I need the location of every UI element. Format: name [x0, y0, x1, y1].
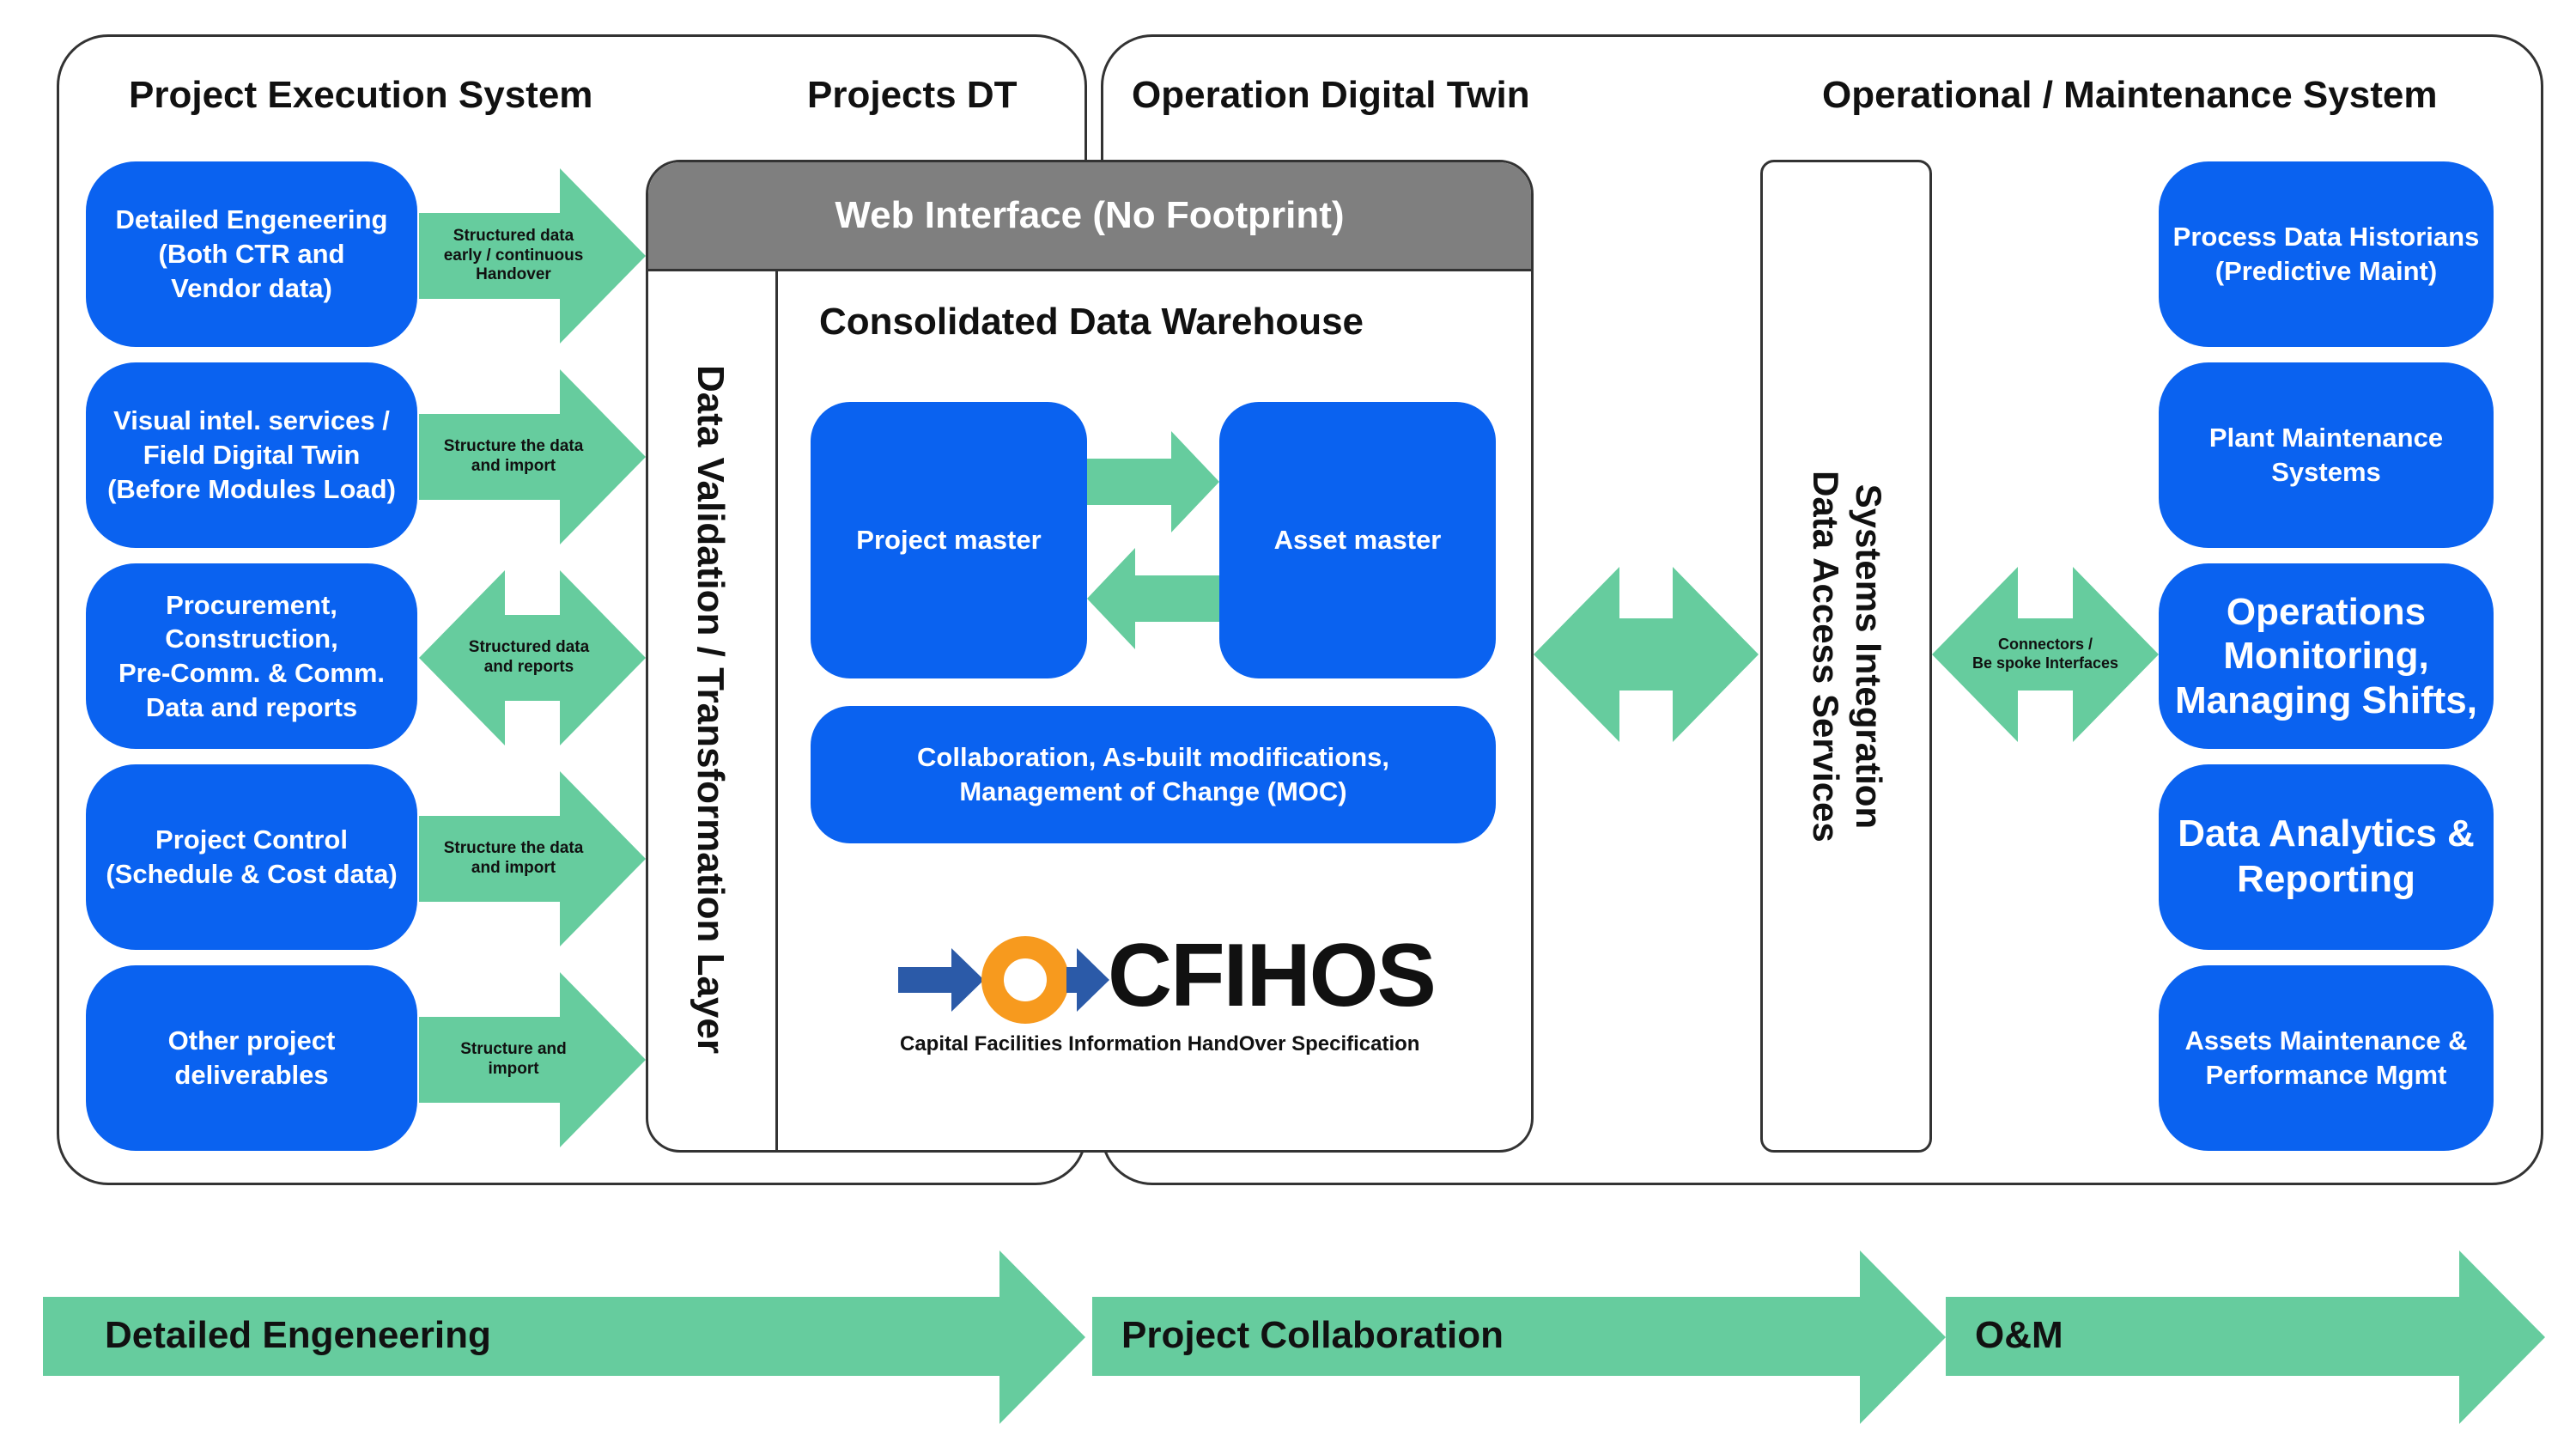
- target-box-data-analytics: Data Analytics & Reporting: [2159, 764, 2494, 950]
- arrow-integration-targets: [1932, 567, 2159, 742]
- collaboration-box: Collaboration, As-built modifications, M…: [811, 706, 1496, 843]
- stage-label-detailed-engineering: Detailed Engeneering: [105, 1314, 491, 1356]
- arrow-right-1: [419, 168, 646, 344]
- stage-label-project-collaboration: Project Collaboration: [1121, 1314, 1504, 1356]
- connector-label: Connectors / Be spoke Interfaces: [1971, 636, 2119, 672]
- arrow-label-4: Structure the data and import: [443, 839, 584, 877]
- source-box-project-control: Project Control (Schedule & Cost data): [86, 764, 417, 950]
- source-box-procurement: Procurement, Construction, Pre-Comm. & C…: [86, 563, 417, 749]
- cfihos-logo-mark: [898, 936, 1109, 1024]
- stage-arrow-project-collaboration: [1092, 1250, 1946, 1424]
- operation-digital-twin-title: Operation Digital Twin: [1132, 74, 1530, 116]
- arrow-center-integration: [1534, 567, 1759, 742]
- arrow-right-5: [419, 972, 646, 1147]
- source-box-detailed-engineering: Detailed Engeneering (Both CTR and Vendo…: [86, 161, 417, 347]
- operational-maintenance-title: Operational / Maintenance System: [1822, 74, 2438, 116]
- stage-label-om: O&M: [1975, 1314, 2063, 1356]
- source-box-other-deliverables: Other project deliverables: [86, 965, 417, 1151]
- arrow-label-3: Structured data and reports: [468, 638, 590, 676]
- target-box-operations-monitoring: Operations Monitoring, Managing Shifts,: [2159, 563, 2494, 749]
- cfihos-tagline: Capital Facilities Information HandOver …: [900, 1032, 1420, 1056]
- arrow-asset-to-project: [1087, 548, 1219, 649]
- target-box-plant-maintenance: Plant Maintenance Systems: [2159, 362, 2494, 548]
- stage-arrow-detailed-engineering: [43, 1250, 1085, 1424]
- project-execution-title: Project Execution System: [129, 74, 593, 116]
- arrow-project-to-asset: [1087, 431, 1219, 532]
- arrow-right-2: [419, 369, 646, 545]
- target-box-process-historians: Process Data Historians (Predictive Main…: [2159, 161, 2494, 347]
- arrow-label-2: Structure the data and import: [443, 437, 584, 475]
- warehouse-title: Consolidated Data Warehouse: [819, 301, 1364, 343]
- integration-layer: Systems Integration Data Access Services: [1760, 160, 1932, 1153]
- target-box-assets-maintenance: Assets Maintenance & Performance Mgmt: [2159, 965, 2494, 1151]
- validation-layer-divider: [775, 269, 778, 1150]
- project-master-box: Project master: [811, 402, 1087, 678]
- stage-arrow-om: [1946, 1250, 2545, 1424]
- arrow-label-5: Structure and import: [460, 1040, 567, 1078]
- arrow-double-3: [419, 570, 646, 745]
- web-interface-label: Web Interface (No Footprint): [835, 194, 1345, 236]
- integration-layer-label: Systems Integration Data Access Services: [1805, 470, 1889, 843]
- arrow-right-4: [419, 771, 646, 946]
- projects-dt-title: Projects DT: [807, 74, 1018, 116]
- source-box-visual-intel: Visual intel. services / Field Digital T…: [86, 362, 417, 548]
- validation-layer: Data Validation / Transformation Layer: [646, 268, 775, 1151]
- validation-layer-label: Data Validation / Transformation Layer: [690, 365, 732, 1054]
- web-interface-header: Web Interface (No Footprint): [648, 162, 1531, 271]
- asset-master-box: Asset master: [1219, 402, 1496, 678]
- arrow-label-1: Structured data early / continuous Hando…: [443, 226, 584, 284]
- cfihos-logo-text: CFIHOS: [1108, 926, 1437, 1025]
